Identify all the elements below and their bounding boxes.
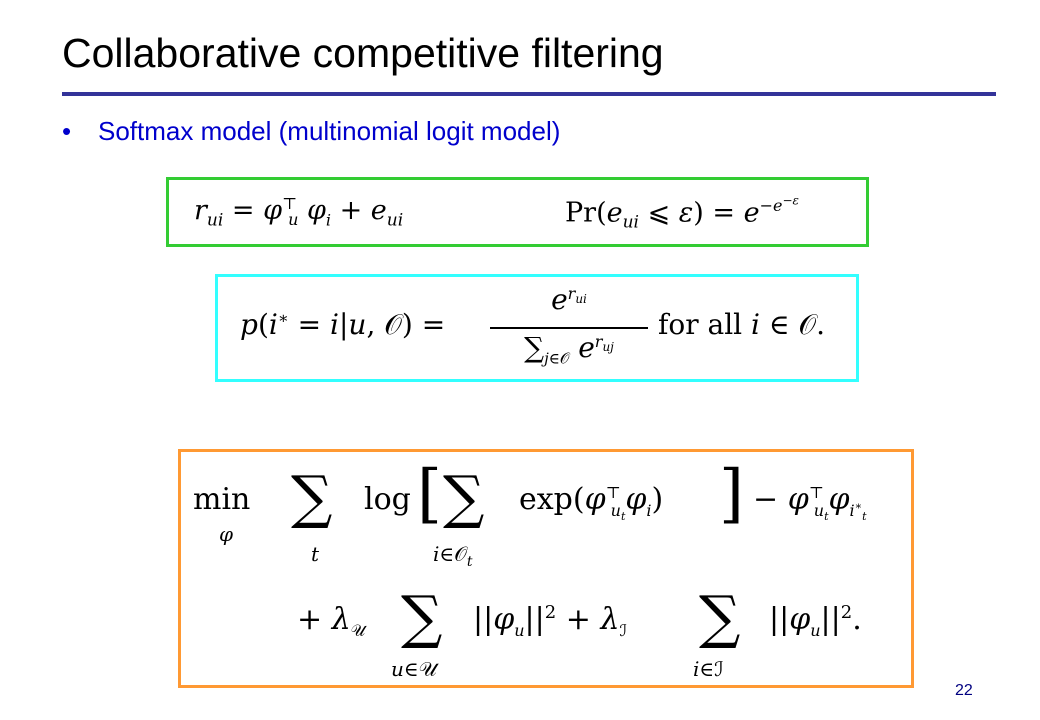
equation-box-softmax: p(i∗ = i|u, 𝒪) = erui ∑j∈𝒪 eruj for all … bbox=[215, 274, 859, 382]
title-divider bbox=[62, 92, 996, 96]
slide-title: Collaborative competitive filtering bbox=[62, 30, 664, 76]
equation-box-objective: min φ ∑ t log [ ∑ i∈𝒪t exp(φ⊤utφi) ] − φ… bbox=[178, 449, 914, 688]
bullet-dot: • bbox=[62, 116, 72, 146]
page-number: 22 bbox=[955, 682, 973, 699]
bullet-text: Softmax model (multinomial logit model) bbox=[98, 116, 561, 146]
equation-box-utility: rui = φ⊤u φi + eui Pr(eui ⩽ ε) = e−e−ε bbox=[166, 177, 869, 247]
bullet-item: • Softmax model (multinomial logit model) bbox=[62, 116, 560, 147]
